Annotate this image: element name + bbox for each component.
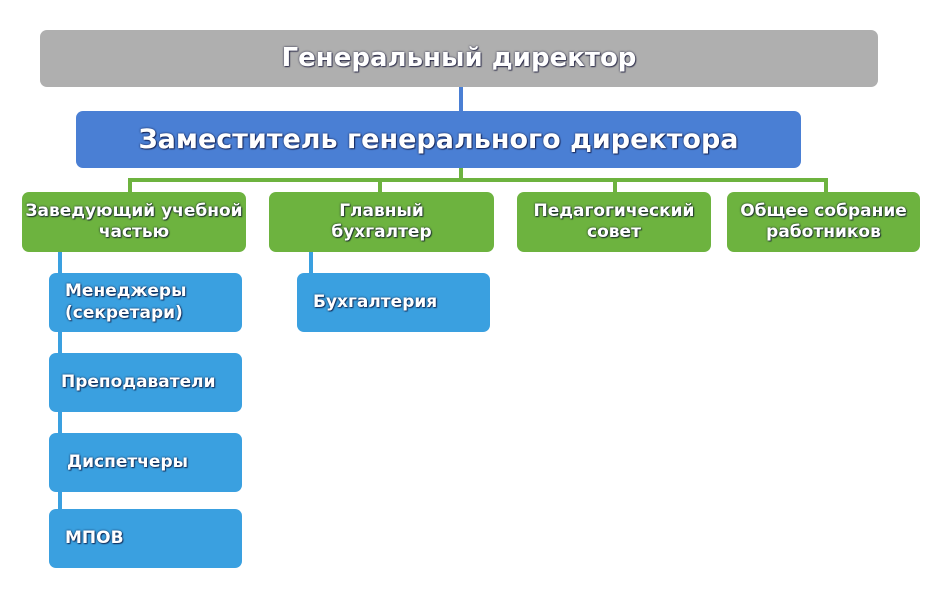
connector-deputy-down (459, 168, 463, 182)
connector-dept-1 (128, 178, 132, 192)
connector-dept-2 (378, 178, 382, 192)
unit-label: Диспетчеры (67, 451, 189, 472)
department-box-chief-accountant: Главный бухгалтер (269, 192, 494, 252)
connector-dept-4 (824, 178, 828, 192)
connector-accounting (309, 252, 313, 274)
unit-label: Преподаватели (61, 371, 216, 392)
department-label: Педагогический совет (533, 200, 695, 242)
department-label: Общее собрание работников (740, 200, 907, 242)
unit-label: Бухгалтерия (313, 291, 438, 312)
department-box-general-meeting: Общее собрание работников (727, 192, 920, 252)
unit-box-managers: Менеджеры (секретари) (49, 273, 242, 332)
department-label: Заведующий учебной частью (25, 200, 243, 242)
connector-top-deputy (459, 87, 463, 111)
deputy-director-box: Заместитель генерального директора (76, 111, 801, 168)
department-box-head-of-studies: Заведующий учебной частью (22, 192, 246, 252)
department-label: Главный бухгалтер (331, 200, 432, 242)
unit-box-dispatchers: Диспетчеры (49, 433, 242, 492)
connector-departments-bus (128, 178, 828, 182)
general-director-label: Генеральный директор (281, 43, 637, 74)
deputy-director-label: Заместитель генерального директора (138, 123, 739, 155)
department-box-pedagogical-council: Педагогический совет (517, 192, 711, 252)
unit-label: МПОВ (65, 527, 124, 548)
unit-box-mpov: МПОВ (49, 509, 242, 568)
unit-label: Менеджеры (секретари) (65, 281, 187, 323)
unit-box-teachers: Преподаватели (49, 353, 242, 412)
general-director-box: Генеральный директор (40, 30, 878, 87)
connector-dept-3 (613, 178, 617, 192)
unit-box-accounting: Бухгалтерия (297, 273, 490, 332)
